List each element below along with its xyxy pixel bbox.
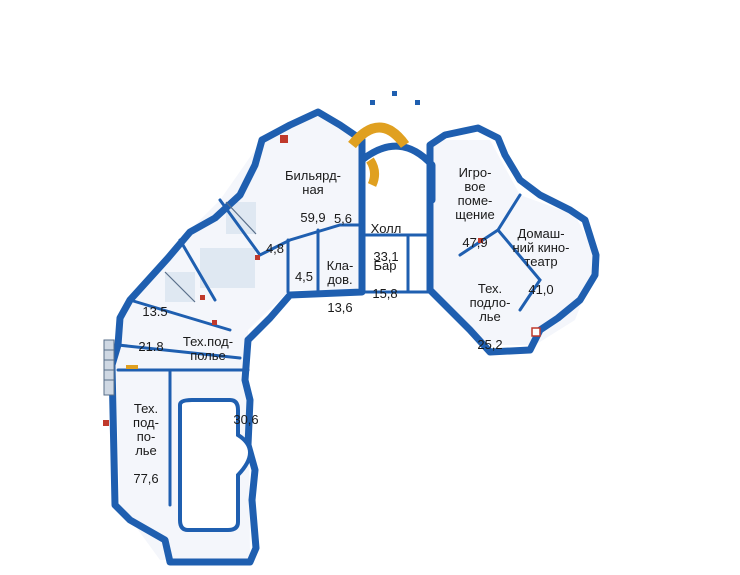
pool-area-label: 30,6 (233, 412, 259, 427)
small-45-label: 4,5 (294, 269, 314, 284)
hall-area: 33,1 (373, 249, 399, 264)
room-135-label: 13.5 (142, 304, 168, 319)
room-218-label: 21.8 (138, 339, 164, 354)
tech-mid-label: Тех.под- полье (182, 334, 234, 363)
game-area: 47,9 (462, 235, 488, 250)
tech-left-area: 77,6 (133, 471, 159, 486)
hall-dome (358, 142, 436, 204)
tech-right-name: Тех. подло- лье (469, 281, 511, 324)
tech-left-label: Тех. под- по- лье 77,6 (125, 388, 167, 486)
outer-wall-right (426, 124, 600, 356)
spiral-stair (348, 122, 410, 187)
outer-wall-billiard-left (114, 136, 266, 349)
game-label: Игро- вое поме- щение 47,9 (440, 152, 510, 250)
billiard-name: Бильярд- ная (284, 168, 342, 197)
storage-name: Кла- дов. (326, 258, 354, 287)
outer-wall-techmid (108, 336, 260, 566)
hall-name: Холл (370, 221, 402, 236)
bar-name: Бар (373, 258, 397, 273)
wall-diagonal-corridor (244, 136, 366, 344)
bar-area: 15,8 (372, 286, 398, 301)
storage-area: 13,6 (327, 300, 353, 315)
small-56-label: 5,6 (333, 211, 353, 226)
billiard-area: 59,9 (300, 210, 326, 225)
game-name: Игро- вое поме- щение (455, 165, 495, 222)
small-48-label: 4,8 (265, 241, 285, 256)
bar-label: Бар 15,8 (365, 245, 405, 301)
exterior-stair (103, 339, 115, 396)
cinema-area: 41,0 (528, 282, 554, 297)
storage-label: Кла- дов. 13,6 (318, 245, 362, 315)
entrance-marks (370, 91, 420, 105)
wall-game-cinema (496, 193, 522, 232)
pool (178, 398, 252, 532)
bar-wall (360, 233, 432, 294)
tech-right-area: 25,2 (477, 337, 503, 352)
tech-left-name: Тех. под- по- лье (133, 401, 159, 458)
outer-wall-left (258, 108, 366, 144)
tech-right-label: Тех. подло- лье 25,2 (455, 268, 525, 352)
hall-label: Холл 33,1 (362, 208, 410, 264)
cinema-label: Домаш- ний кино- театр 41,0 (500, 213, 582, 297)
billiard-label: Бильярд- ная 59,9 (273, 155, 353, 225)
cinema-name: Домаш- ний кино- театр (512, 226, 570, 269)
accent-marks (103, 135, 541, 426)
